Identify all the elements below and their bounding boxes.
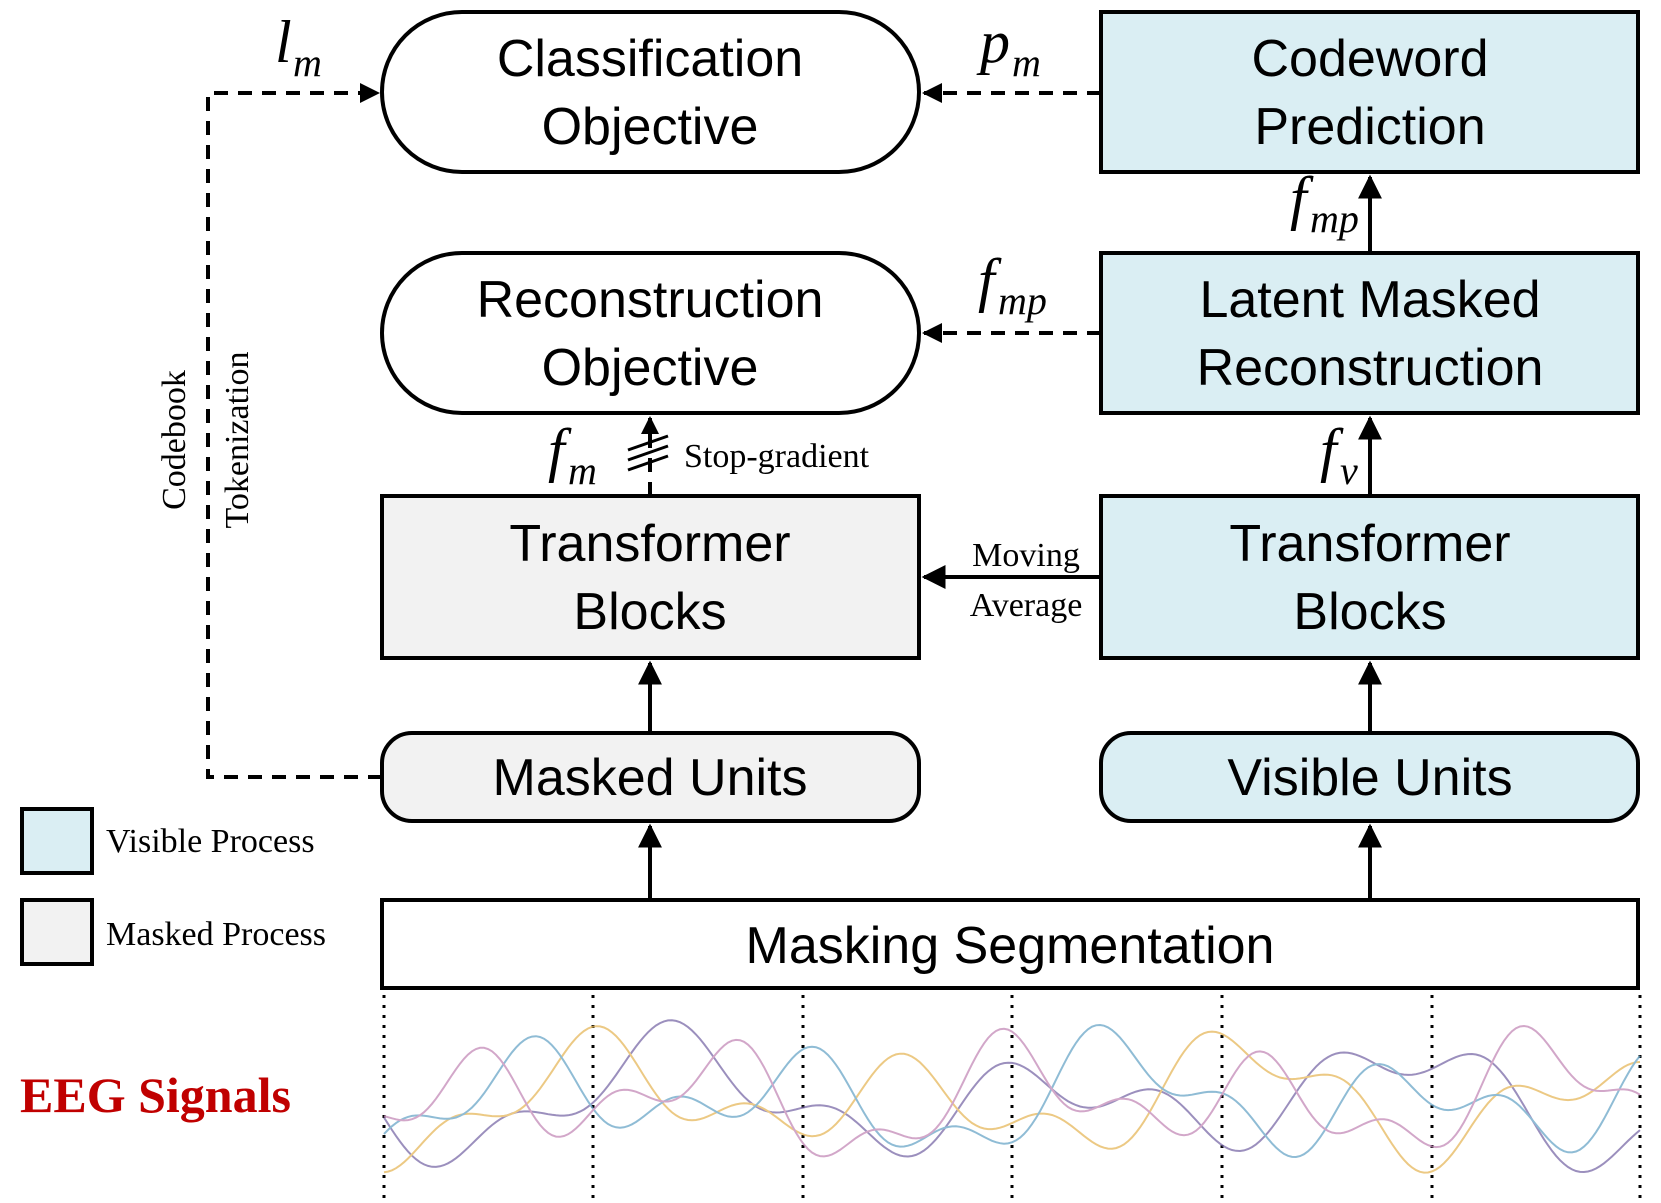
classification-line-1: Classification	[497, 30, 803, 88]
codeword-prediction-box: Codeword Prediction	[1099, 10, 1640, 174]
label-f-mp-mid: f mp	[978, 247, 1047, 323]
transformer-visible-line-2: Blocks	[1293, 583, 1446, 641]
legend-visible-swatch	[20, 807, 94, 875]
eeg-wave-4	[383, 1024, 1641, 1158]
arrowhead-pm	[922, 83, 942, 103]
label-p-m: p m	[976, 9, 1041, 85]
svg-text:m: m	[568, 448, 597, 493]
masking-segmentation-label: Masking Segmentation	[746, 917, 1275, 975]
moving-average-line-2: Average	[970, 587, 1083, 624]
label-l-m: l m	[275, 9, 322, 85]
reconstruction-line-1: Reconstruction	[477, 271, 824, 329]
tokenization-label: Tokenization	[219, 351, 256, 528]
transformer-masked-line-1: Transformer	[509, 515, 790, 573]
eeg-segment-dividers	[382, 995, 1642, 1200]
codebook-label: Codebook	[156, 370, 193, 510]
arrowhead-fmp-mid	[922, 323, 942, 343]
transformer-masked-line-2: Blocks	[573, 583, 726, 641]
classification-line-2: Objective	[542, 98, 759, 156]
arrowhead-fm	[641, 416, 659, 434]
legend-masked-label: Masked Process	[106, 916, 326, 953]
codeword-line-1: Codeword	[1251, 30, 1488, 88]
visible-units-box: Visible Units	[1099, 731, 1640, 823]
arrow-codebook-tokenization	[206, 91, 382, 779]
masking-segmentation-box: Masking Segmentation	[380, 898, 1640, 990]
masked-units-label: Masked Units	[493, 749, 808, 807]
label-f-v: f v	[1320, 417, 1358, 493]
arrowhead-lm	[360, 83, 380, 103]
moving-average-line-1: Moving	[972, 537, 1080, 574]
stop-gradient-label: Stop-gradient	[684, 438, 870, 475]
svg-text:v: v	[1340, 448, 1358, 493]
reconstruction-objective-box: Reconstruction Objective	[380, 251, 921, 415]
transformer-blocks-visible-box: Transformer Blocks	[1099, 494, 1640, 660]
legend-masked-swatch	[20, 898, 94, 966]
masked-units-box: Masked Units	[380, 731, 921, 823]
svg-text:m: m	[293, 40, 322, 85]
eeg-waves	[383, 1019, 1641, 1174]
eeg-signals-label: EEG Signals	[20, 1067, 291, 1123]
eeg-wave-2	[383, 1025, 1641, 1174]
legend-visible-label: Visible Process	[106, 823, 315, 860]
svg-text:m: m	[1012, 40, 1041, 85]
svg-text:p: p	[976, 9, 1010, 75]
svg-text:mp: mp	[1310, 196, 1359, 241]
svg-text:mp: mp	[998, 278, 1047, 323]
latent-masked-reconstruction-box: Latent Masked Reconstruction	[1099, 251, 1640, 415]
transformer-visible-line-1: Transformer	[1229, 515, 1510, 573]
codeword-line-2: Prediction	[1254, 98, 1485, 156]
legend: Visible Process Masked Process	[20, 807, 326, 966]
classification-objective-box: Classification Objective	[380, 10, 921, 174]
visible-units-label: Visible Units	[1227, 749, 1512, 807]
svg-text:l: l	[275, 9, 292, 75]
label-f-m: f m	[548, 417, 597, 493]
transformer-blocks-masked-box: Transformer Blocks	[380, 494, 921, 660]
stop-gradient-marks	[627, 434, 669, 472]
latent-line-2: Reconstruction	[1197, 339, 1544, 397]
latent-line-1: Latent Masked	[1199, 271, 1540, 329]
reconstruction-line-2: Objective	[542, 339, 759, 397]
eeg-wave-1	[383, 1019, 1641, 1174]
label-f-mp-top: f mp	[1290, 165, 1359, 241]
